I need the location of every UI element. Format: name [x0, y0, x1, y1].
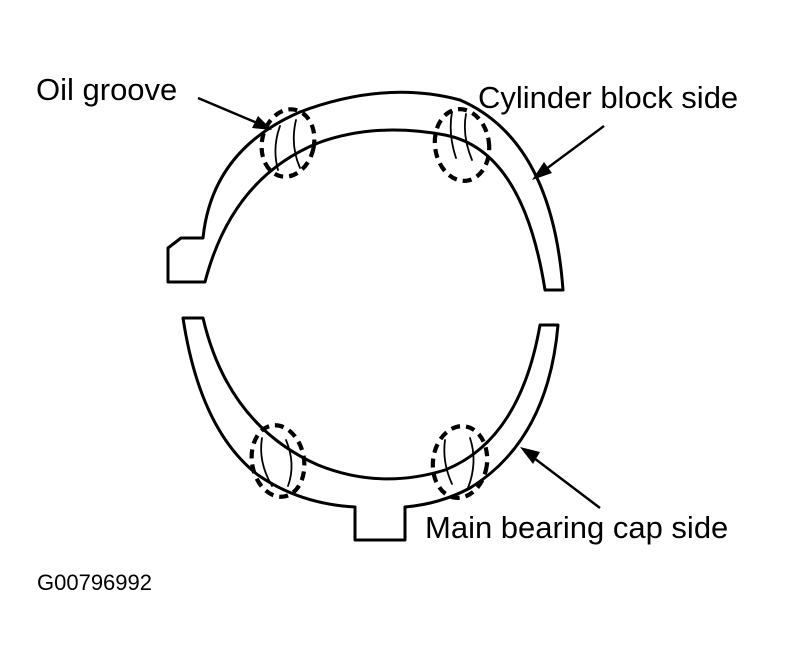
cylinder-block-arrowhead [532, 162, 552, 180]
upper-bearing-shell [166, 90, 565, 292]
oil-groove-leader-line [197, 96, 263, 127]
cylinder-block-leader-line [541, 125, 605, 173]
leader-cylinder-block-side [532, 125, 605, 180]
upper-left-groove-line-1 [274, 125, 281, 171]
upper-left-groove-line-2 [292, 119, 301, 169]
lower-right-groove-line-2 [467, 437, 475, 489]
oil-groove-marker-upper-right [432, 107, 492, 183]
leader-oil-groove [197, 96, 272, 130]
lower-right-groove-line-1 [443, 439, 453, 485]
lower-shell-outline [181, 316, 560, 542]
upper-right-groove-line-1 [449, 111, 457, 159]
lower-left-groove-line-2 [285, 439, 293, 487]
lower-bearing-shell [181, 316, 560, 542]
main-bearing-cap-arrowhead [520, 447, 540, 464]
oil-groove-marker-upper-left [259, 107, 317, 179]
oil-groove-marker-lower-right [430, 424, 490, 500]
main-bearing-cap-leader-line [529, 454, 601, 509]
lower-left-groove-line-1 [260, 437, 273, 487]
label-main-bearing-cap-side: Main bearing cap side [425, 510, 728, 545]
label-oil-groove: Oil groove [36, 72, 177, 107]
label-cylinder-block-side: Cylinder block side [478, 80, 738, 115]
oil-groove-marker-lower-left [249, 423, 307, 499]
oil-groove-arrowhead [252, 116, 272, 130]
leader-main-bearing-cap-side [520, 447, 601, 509]
figure-code: G00796992 [37, 570, 152, 595]
upper-shell-outline [166, 90, 565, 292]
upper-right-groove-line-2 [463, 113, 473, 161]
